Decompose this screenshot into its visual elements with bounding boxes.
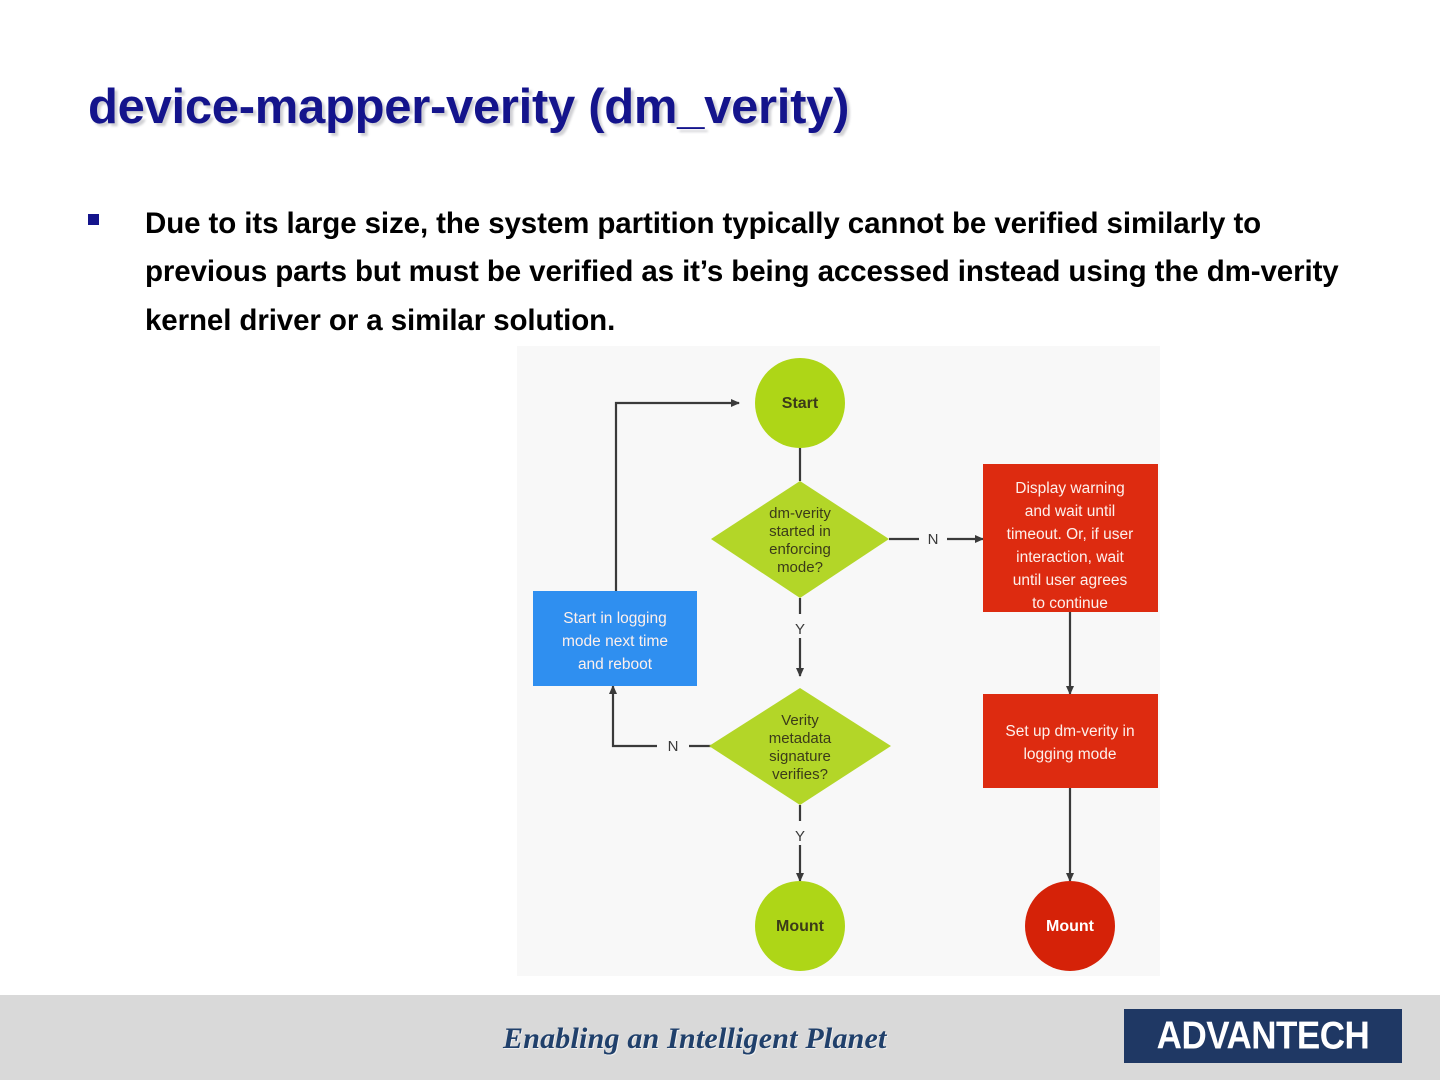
flowchart-svg: N Y N Y Sta xyxy=(533,358,1158,971)
flow-node-signature-line4: verifies? xyxy=(772,766,828,783)
advantech-logo: ADVANTECH xyxy=(1124,1009,1402,1063)
flow-node-warning-line3: timeout. Or, if user xyxy=(1007,526,1134,543)
flow-node-mount-red-label: Mount xyxy=(1046,918,1095,935)
flow-node-warning-line1: Display warning xyxy=(1015,480,1124,497)
flow-node-warning-line2: and wait until xyxy=(1025,503,1115,520)
flow-node-loggingbox-line1: Start in logging xyxy=(563,610,666,627)
edge-enforcing-to-signature: Y xyxy=(795,598,805,677)
flow-node-enforcing-line3: enforcing xyxy=(769,541,831,558)
flow-node-mount-green[interactable]: Mount xyxy=(755,881,845,971)
bullet-square-icon xyxy=(88,214,99,225)
advantech-logo-text: ADVANTECH xyxy=(1156,1013,1370,1058)
bullet-list: Due to its large size, the system partit… xyxy=(88,200,1373,345)
edge-signature-to-loggingbox: N xyxy=(609,685,713,755)
flow-node-enforcing-line2: started in xyxy=(769,523,831,540)
edge-label-y-enforcing: Y xyxy=(795,621,805,638)
flow-node-display-warning[interactable]: Display warning and wait until timeout. … xyxy=(983,464,1158,612)
edge-loggingbox-to-start xyxy=(614,399,740,591)
flow-node-warning-line6: to continue xyxy=(1032,595,1108,612)
flow-node-start-label: Start xyxy=(782,395,819,412)
flow-node-start[interactable]: Start xyxy=(755,358,845,448)
page-title: device-mapper-verity (dm_verity) xyxy=(88,80,850,134)
flowchart-panel: N Y N Y Sta xyxy=(517,346,1160,976)
flow-node-signature-line3: signature xyxy=(769,748,831,765)
flow-node-signature-line2: metadata xyxy=(769,730,832,747)
flow-node-mount-red[interactable]: Mount xyxy=(1025,881,1115,971)
flow-node-enforcing-line4: mode? xyxy=(777,559,823,576)
flow-node-signature-line1: Verity xyxy=(781,712,819,729)
edge-label-y-signature: Y xyxy=(795,828,805,845)
flow-node-warning-line4: interaction, wait xyxy=(1016,549,1124,566)
flow-node-setup-logging-mode[interactable]: Set up dm-verity in logging mode xyxy=(983,694,1158,788)
flow-node-start-logging-mode[interactable]: Start in logging mode next time and rebo… xyxy=(533,591,697,686)
edge-signature-to-mountgreen: Y xyxy=(795,805,805,882)
edge-enforcing-to-warning: N xyxy=(889,531,984,548)
flow-node-loggingbox-line2: mode next time xyxy=(562,633,668,650)
edge-label-n-signature: N xyxy=(668,738,679,755)
flow-node-setuplogging-line2: logging mode xyxy=(1023,746,1116,763)
flow-node-mount-green-label: Mount xyxy=(776,918,825,935)
flow-node-enforcing-mode[interactable]: dm-verity started in enforcing mode? xyxy=(711,481,889,598)
edge-label-n-enforcing: N xyxy=(928,531,939,548)
flow-node-warning-line5: until user agrees xyxy=(1013,572,1128,589)
flow-node-setuplogging-line1: Set up dm-verity in xyxy=(1005,723,1134,740)
flow-node-loggingbox-line3: and reboot xyxy=(578,656,653,673)
bullet-item-text: Due to its large size, the system partit… xyxy=(145,207,1339,337)
flow-node-enforcing-line1: dm-verity xyxy=(769,505,831,522)
flow-node-signature-verifies[interactable]: Verity metadata signature verifies? xyxy=(709,688,891,805)
footer-tagline: Enabling an Intelligent Planet xyxy=(503,1022,887,1055)
